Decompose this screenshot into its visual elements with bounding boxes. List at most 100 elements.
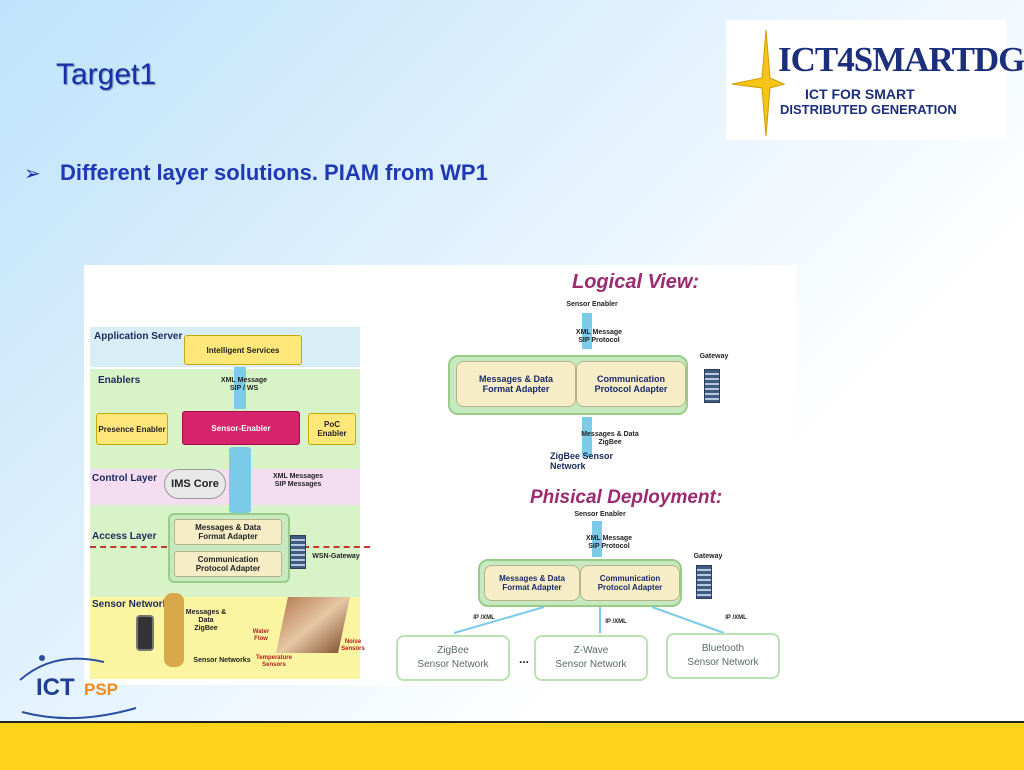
network-name: ZigBee (437, 645, 469, 656)
sip-messages-label: SIP Messages (274, 481, 322, 489)
star-icon (731, 29, 786, 137)
xml-message-label: XML Message (220, 377, 268, 384)
server-icon (704, 369, 720, 403)
msg-adapter-box: Messages & Data Format Adapter (174, 519, 282, 545)
xml-label: XML Message SIP / WS (216, 377, 272, 393)
logo-psp-text: PSP (84, 680, 119, 699)
gateway-label: Gateway (699, 353, 729, 360)
logo-line-2: DISTRIBUTED GENERATION (780, 102, 957, 117)
msg-adapter-line-1: Messages & Data (195, 523, 261, 532)
building-icon (276, 597, 350, 653)
zigbee-network-box: ZigBee Sensor Network (396, 635, 510, 681)
msg-adapter-line-2: Format Adapter (482, 384, 550, 394)
swoosh-icon (19, 655, 137, 720)
sip-ws-label: SIP / WS (229, 385, 259, 393)
comm-adapter-box: Communication Protocol Adapter (580, 565, 680, 601)
architecture-figure: Application Server Enablers Control Laye… (84, 265, 796, 685)
sip-protocol-label: SIP Protocol (588, 543, 630, 551)
xml-messages-label: XML Messages (272, 473, 324, 480)
arrow-connector (229, 447, 251, 513)
network-type: Sensor Network (555, 659, 627, 670)
server-icon (290, 535, 306, 569)
comm-adapter-line-1: Communication (599, 573, 661, 583)
wsn-gateway-label: WSN-Gateway (312, 553, 360, 560)
zigbee-text: ZigBee (598, 439, 622, 447)
poc-enabler-box: PoC Enabler (308, 413, 356, 445)
arrow-bullet-icon: ➢ (24, 162, 41, 185)
comm-adapter-line-2: Protocol Adapter (597, 583, 663, 592)
sip-protocol-label: SIP Protocol (578, 337, 620, 345)
msg-adapter-box: Messages & Data Format Adapter (484, 565, 580, 601)
ellipsis: ... (518, 652, 529, 666)
comm-adapter-line-2: Protocol Adapter (594, 384, 668, 394)
logo-name: ICT4SMARTDG (778, 40, 1024, 79)
bluetooth-network-box: Bluetooth Sensor Network (666, 633, 780, 679)
logo-ict-text: ICT (36, 674, 75, 701)
zigbee-network-line-1: ZigBee Sensor (550, 451, 614, 461)
msg-data-label: Messages & Data ZigBee (184, 609, 228, 633)
msg-adapter-line-1: Messages & Data (499, 573, 565, 583)
ip-xml-label: IP /XML (725, 615, 747, 621)
comm-adapter-box: Communication Protocol Adapter (174, 551, 282, 577)
temperature-label: Temperature Sensors (256, 655, 292, 668)
presence-enabler-box: Presence Enabler (96, 413, 168, 445)
comm-adapter-line-2: Protocol Adapter (195, 564, 261, 573)
comm-adapter-line-1: Communication (197, 555, 259, 564)
sensor-enabler-label: Sensor Enabler (566, 301, 618, 308)
footer-bar (0, 721, 1024, 770)
msg-data-text: Messages & Data (185, 609, 227, 625)
msg-adapter-line-1: Messages & Data (478, 373, 554, 384)
xml-label: XML Message SIP Protocol (564, 329, 634, 345)
sensor-enabler-label: Sensor Enabler (574, 511, 626, 518)
msg-adapter-line-2: Format Adapter (198, 532, 258, 541)
bullet-text: Different layer solutions. PIAM from WP1 (60, 160, 488, 185)
arrow-connector (582, 417, 592, 457)
zigbee-network-label: ZigBee Sensor Network (550, 451, 636, 472)
slide-title: Target1 (56, 58, 157, 91)
water-flow-label: Water Flow (252, 629, 270, 642)
zwave-network-box: Z-Wave Sensor Network (534, 635, 648, 681)
comm-adapter-line-1: Communication (596, 373, 665, 384)
ip-xml-label: IP /XML (605, 619, 627, 625)
msg-data-label: Messages & Data ZigBee (570, 431, 650, 447)
logical-view-title: Logical View: (572, 271, 700, 293)
server-icon (696, 565, 712, 599)
msg-adapter-box: Messages & Data Format Adapter (456, 361, 576, 407)
layer-label: Access Layer (92, 531, 157, 542)
layer-label: Sensor Networks (92, 599, 174, 610)
network-type: Sensor Network (417, 659, 489, 670)
sensor-enabler-box: Sensor-Enabler (182, 411, 300, 445)
intelligent-services-box: Intelligent Services (184, 335, 302, 365)
arrow-connector (234, 367, 246, 409)
comm-adapter-box: Communication Protocol Adapter (576, 361, 686, 407)
physical-deployment-title: Phisical Deployment: (530, 487, 723, 508)
arrow-connector (592, 521, 602, 557)
ip-xml-label: IP /XML (473, 615, 495, 621)
ims-core-box: IMS Core (164, 469, 226, 499)
network-name: Z-Wave (573, 645, 609, 656)
xml-label: XML Message SIP Protocol (574, 535, 644, 551)
layer-label: Control Layer (92, 473, 158, 484)
phone-icon (136, 615, 154, 651)
noise-label: Noise Sensors (341, 639, 365, 652)
zigbee-network-line-2: Network (550, 461, 586, 472)
msg-data-text: Messages & Data (581, 431, 639, 438)
msg-adapter-line-2: Format Adapter (502, 583, 562, 592)
logo-line-1: ICT FOR SMART (805, 86, 915, 102)
layer-label: Application Server (94, 331, 183, 342)
zigbee-text: ZigBee (194, 625, 218, 633)
xml-label: XML Messages SIP Messages (264, 473, 332, 489)
connector-lines (453, 606, 725, 634)
xml-message-label: XML Message (585, 535, 633, 542)
network-type: Sensor Network (687, 657, 759, 668)
gateway-label: Gateway (693, 553, 723, 560)
layer-label: Enablers (98, 375, 141, 386)
ict-psp-logo: ICT PSP (14, 650, 144, 720)
arrow-connector (582, 313, 592, 349)
xml-message-label: XML Message (575, 329, 623, 336)
bullet-item: ➢ Different layer solutions. PIAM from W… (24, 160, 488, 186)
network-name: Bluetooth (701, 643, 745, 654)
sensor-networks-label: Sensor Networks (193, 657, 251, 664)
ict4smartdg-logo: ICT4SMARTDG ICT FOR SMART DISTRIBUTED GE… (726, 20, 1024, 140)
person-icon (164, 593, 184, 667)
